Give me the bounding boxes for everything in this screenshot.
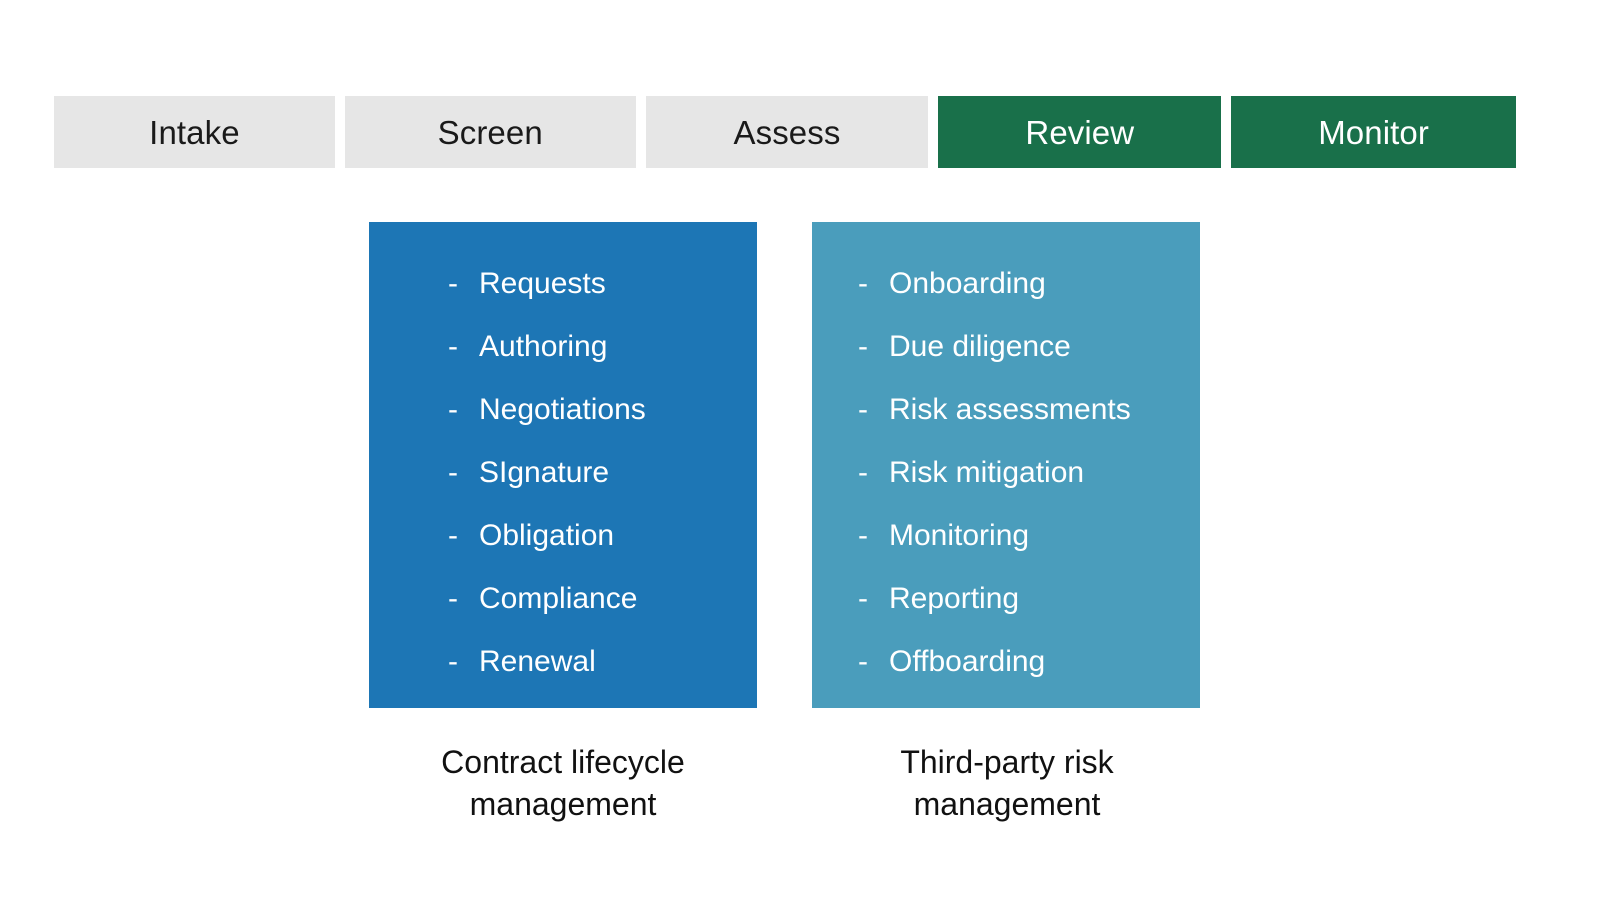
caption-line-2: management [913,785,1101,822]
list-item-label: Risk assessments [889,393,1131,426]
list-item-label: Reporting [889,582,1020,615]
list-item-label: SIgnature [479,456,610,489]
clm-item-list: - Requests - Authoring - Negotiations - … [369,252,757,693]
panel-caption-contract-lifecycle-management: Contract lifecycle management [353,742,773,825]
phase-tab-label: Monitor [1318,113,1429,151]
phase-tab-label: Screen [437,113,543,151]
list-item: - Renewal [369,630,757,693]
bullet-dash-icon: - [448,330,458,363]
bullet-dash-icon: - [858,582,868,615]
bullet-dash-icon: - [858,393,868,426]
list-item: - Negotiations [369,378,757,441]
list-item-label: Monitoring [889,519,1030,552]
bullet-dash-icon: - [448,582,458,615]
phase-tab-label: Review [1025,113,1135,151]
bullet-dash-icon: - [858,456,868,489]
list-item: - Obligation [369,504,757,567]
phase-tab-label: Intake [149,113,240,151]
phase-tab-monitor[interactable]: Monitor [1231,96,1516,168]
list-item: - Authoring [369,315,757,378]
list-item-label: Negotiations [479,393,646,426]
phase-tab-label: Assess [733,113,841,151]
bullet-dash-icon: - [858,330,868,363]
bullet-dash-icon: - [448,393,458,426]
phase-tab-intake[interactable]: Intake [54,96,335,168]
tprm-item-list: - Onboarding - Due diligence - Risk asse… [812,252,1200,693]
bullet-dash-icon: - [448,456,458,489]
phase-tab-assess[interactable]: Assess [645,96,929,168]
list-item: - Requests [369,252,757,315]
panel-caption-third-party-risk-management: Third-party risk management [797,742,1217,825]
panel-contract-lifecycle-management: - Requests - Authoring - Negotiations - … [369,222,757,708]
phase-tab-review[interactable]: Review [938,96,1222,168]
bullet-dash-icon: - [448,645,458,678]
list-item-label: Risk mitigation [889,456,1085,489]
bullet-dash-icon: - [448,267,458,300]
list-item: - Offboarding [812,630,1200,693]
list-item: - Compliance [369,567,757,630]
list-item-label: Requests [479,267,606,300]
list-item: - Monitoring [812,504,1200,567]
bullet-dash-icon: - [858,645,868,678]
bullet-dash-icon: - [858,267,868,300]
phase-tab-screen[interactable]: Screen [344,96,636,168]
list-item-label: Offboarding [889,645,1046,678]
bullet-dash-icon: - [858,519,868,552]
list-item: - Due diligence [812,315,1200,378]
list-item-label: Due diligence [889,330,1071,363]
list-item-label: Onboarding [889,267,1046,300]
list-item-label: Authoring [479,330,608,363]
list-item: - Onboarding [812,252,1200,315]
panel-third-party-risk-management: - Onboarding - Due diligence - Risk asse… [812,222,1200,708]
caption-line-1: Third-party risk [900,744,1114,780]
caption-line-1: Contract lifecycle [441,744,685,780]
caption-line-2: management [469,785,657,822]
list-item: - Risk assessments [812,378,1200,441]
list-item: - SIgnature [369,441,757,504]
list-item-label: Obligation [479,519,615,552]
list-item-label: Compliance [479,582,638,615]
list-item-label: Renewal [479,645,596,678]
list-item: - Risk mitigation [812,441,1200,504]
list-item: - Reporting [812,567,1200,630]
phase-tab-row: Intake Screen Assess Review Monitor [54,96,1516,168]
bullet-dash-icon: - [448,519,458,552]
